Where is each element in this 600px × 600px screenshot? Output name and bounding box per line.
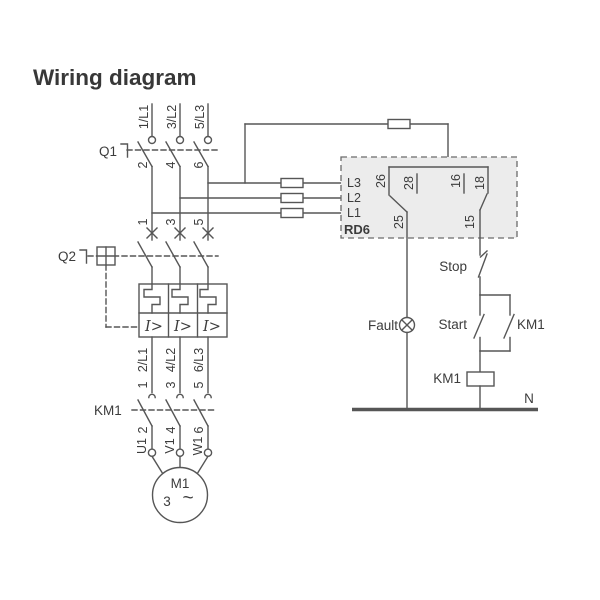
terminal-block-icon — [280, 207, 304, 219]
q2-line-terminal-label-1: 1 — [136, 218, 150, 225]
q2-load-terminal-label-6l3: 6/L3 — [192, 348, 206, 372]
km1-load-terminal-label-6: 6 — [192, 426, 206, 433]
km1-coil-label: KM1 — [433, 371, 461, 386]
q1-label: Q1 — [99, 144, 117, 159]
km1-line-terminal-label-1: 1 — [136, 381, 150, 388]
motor-phase: 3 — [163, 494, 171, 509]
motor-name: M1 — [171, 476, 190, 491]
contact-terminal-icon — [176, 393, 184, 399]
motor-circle-icon — [151, 466, 209, 524]
overcurrent-symbol: I> — [202, 319, 221, 335]
motor-terminal-label-u1: U1 — [135, 438, 149, 454]
rd6-label: RD6 — [344, 222, 370, 237]
q1-load-terminal-label-6: 6 — [192, 161, 206, 168]
contact-terminal-icon — [148, 393, 156, 399]
q2-trip-block: I> I> I> — [138, 283, 228, 338]
neutral-bus: N — [352, 391, 538, 412]
rd6-fault-relay-contact: 26 28 25 — [374, 166, 489, 229]
q2-actuator-icon — [79, 249, 88, 264]
fault-lamp-icon — [398, 316, 416, 334]
terminal-cross-icon — [146, 227, 214, 239]
rd6-input-label-l2: L2 — [347, 191, 361, 205]
start-label: Start — [438, 317, 467, 332]
terminal-block-icon — [280, 192, 304, 204]
km1-label: KM1 — [94, 403, 122, 418]
q2-manual-operator-icon — [96, 246, 116, 266]
phase-wires: 1 3 5 — [136, 165, 214, 241]
km1-coil-icon — [466, 371, 495, 387]
km1-line-terminal-label-3: 3 — [164, 381, 178, 388]
supply-terminal-label-3: 5/L3 — [193, 105, 207, 129]
q2-line-terminal-label-5: 5 — [192, 218, 206, 225]
rd6-run-relay-contact: 16 18 15 — [449, 166, 489, 229]
contact-terminal-icon — [204, 393, 212, 399]
terminal-block-icon — [280, 177, 304, 189]
fault-label: Fault — [368, 318, 398, 333]
thermal-element-icon — [143, 283, 161, 314]
motor-terminal-label-v1: V1 — [163, 438, 177, 453]
rd6-terminal-label-28: 28 — [402, 176, 416, 190]
q2-label: Q2 — [58, 249, 76, 264]
fault-lamp-branch: Fault — [368, 211, 416, 409]
supply-terminal-label-1: 1/L1 — [137, 105, 151, 129]
stop-label: Stop — [439, 259, 467, 274]
contact-terminal-icon — [147, 448, 157, 458]
ac-symbol: ~ — [182, 488, 193, 509]
contact-terminal-icon — [203, 135, 213, 145]
stop-button-contact — [477, 250, 488, 278]
km1-aux-label: KM1 — [517, 317, 545, 332]
km1-load-terminal-label-4: 4 — [164, 426, 178, 433]
q2-line-terminal-label-3: 3 — [164, 218, 178, 225]
rd6-input-label-l1: L1 — [347, 206, 361, 220]
overcurrent-symbol: I> — [173, 319, 192, 335]
fuse-icon — [387, 118, 411, 130]
rd6-terminal-label-16: 16 — [449, 174, 463, 188]
page-title: Wiring diagram — [33, 65, 197, 90]
motor-symbol: U1 V1 W1 M1 3 ~ — [135, 437, 213, 524]
rd6-terminal-label-15: 15 — [463, 215, 477, 229]
overcurrent-symbol: I> — [144, 319, 163, 335]
q2-motor-breaker: Q2 I> I> I> 2/L1 4/L2 6/L3 — [58, 241, 228, 394]
contact-terminal-icon — [203, 448, 213, 458]
km1-main-contactor: 1 3 5 KM1 2 4 6 — [94, 381, 217, 450]
rd6-feed-wires — [151, 118, 449, 219]
control-branch: Stop Start KM1 KM1 — [433, 209, 545, 409]
rd6-terminal-label-18: 18 — [473, 176, 487, 190]
rd6-terminal-label-25: 25 — [392, 215, 406, 229]
q1-disconnect-switch: 1/L1 3/L2 5/L3 Q1 2 4 6 — [99, 103, 218, 168]
motor-terminal-label-w1: W1 — [191, 437, 205, 456]
contact-terminal-icon — [175, 448, 185, 458]
supply-terminal-label-2: 3/L2 — [165, 105, 179, 129]
neutral-label: N — [524, 391, 534, 406]
contact-terminal-icon — [175, 135, 185, 145]
km1-aux-contact — [503, 313, 515, 339]
q2-load-terminal-label-2l1: 2/L1 — [136, 348, 150, 372]
thermal-element-icon — [199, 283, 217, 314]
q2-load-terminal-label-4l2: 4/L2 — [164, 348, 178, 372]
km1-line-terminal-label-5: 5 — [192, 381, 206, 388]
start-button-contact — [473, 313, 485, 339]
q1-load-terminal-label-4: 4 — [164, 161, 178, 168]
rd6-terminal-label-26: 26 — [374, 174, 388, 188]
rd6-block: L3 L2 L1 RD6 26 28 25 16 18 15 — [340, 156, 518, 239]
contact-terminal-icon — [147, 135, 157, 145]
thermal-element-icon — [171, 283, 189, 314]
rd6-input-label-l3: L3 — [347, 176, 361, 190]
q1-load-terminal-label-2: 2 — [136, 161, 150, 168]
q1-actuator-icon — [120, 143, 129, 158]
km1-load-terminal-label-2: 2 — [136, 426, 150, 433]
